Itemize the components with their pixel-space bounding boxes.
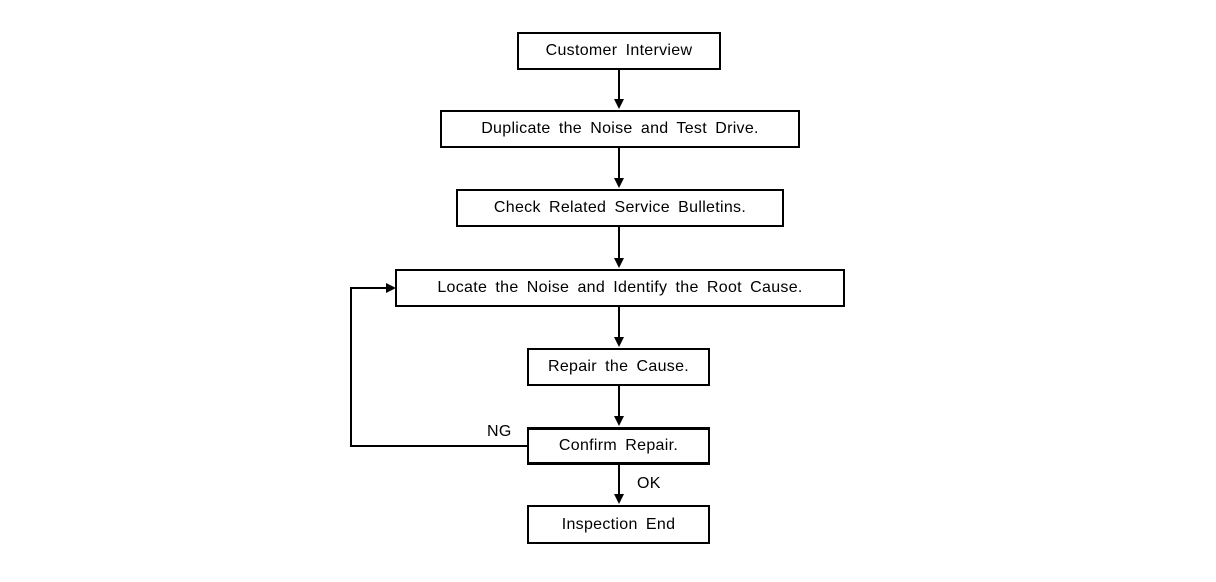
node-customer-interview[interactable]: Customer Interview	[517, 32, 721, 70]
connector-duplicate-to-bulletins	[618, 148, 620, 179]
arrowhead-down-icon	[614, 416, 624, 426]
node-label: Customer Interview	[545, 42, 693, 59]
node-repair-the-cause[interactable]: Repair the Cause.	[527, 348, 710, 386]
node-label: Duplicate the Noise and Test Drive.	[481, 120, 759, 137]
node-locate-noise-root-cause[interactable]: Locate the Noise and Identify the Root C…	[395, 269, 845, 307]
connector-ng-horizontal-entry	[350, 287, 388, 289]
node-label: Check Related Service Bulletins.	[493, 199, 747, 216]
node-label: Locate the Noise and Identify the Root C…	[437, 279, 803, 296]
connector-locate-to-repair	[618, 307, 620, 338]
arrowhead-down-icon	[614, 258, 624, 268]
node-inspection-end[interactable]: Inspection End	[527, 505, 710, 544]
arrowhead-down-icon	[614, 178, 624, 188]
connector-bulletins-to-locate	[618, 227, 620, 259]
node-duplicate-noise-test-drive[interactable]: Duplicate the Noise and Test Drive.	[440, 110, 800, 148]
connector-ng-horizontal-return	[350, 445, 527, 447]
node-label: Repair the Cause.	[547, 358, 690, 375]
arrowhead-right-icon	[386, 283, 396, 293]
edge-label-ng: NG	[487, 423, 512, 440]
arrowhead-down-icon	[614, 494, 624, 504]
connector-interview-to-duplicate	[618, 70, 620, 100]
connector-ng-vertical-return	[350, 287, 352, 447]
node-check-service-bulletins[interactable]: Check Related Service Bulletins.	[456, 189, 784, 227]
node-label: Inspection End	[561, 515, 676, 533]
node-label: Confirm Repair.	[558, 437, 679, 454]
arrowhead-down-icon	[614, 337, 624, 347]
connector-confirm-to-end	[618, 465, 620, 496]
edge-label-ok: OK	[637, 475, 661, 492]
arrowhead-down-icon	[614, 99, 624, 109]
connector-repair-to-confirm	[618, 386, 620, 417]
node-confirm-repair[interactable]: Confirm Repair.	[527, 427, 710, 465]
